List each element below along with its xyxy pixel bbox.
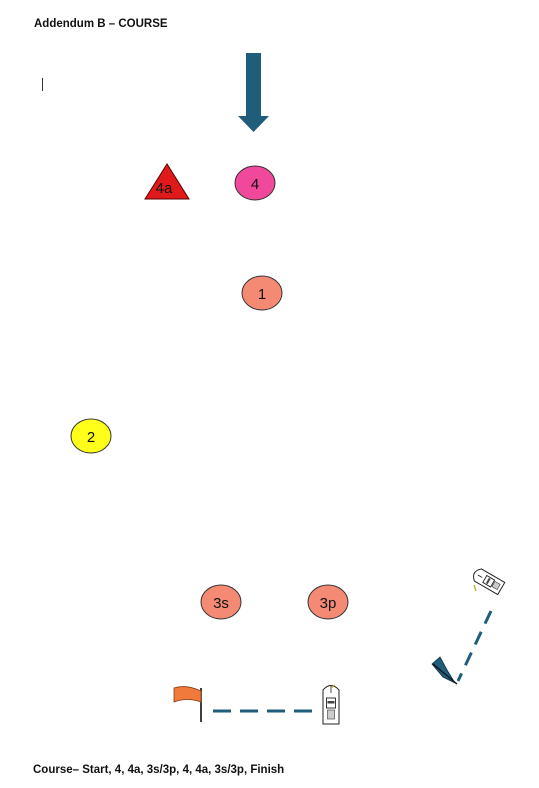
mark-1-label: 1 — [258, 286, 266, 303]
mark-3p[interactable]: 3p — [307, 584, 349, 620]
start-boat-icon[interactable] — [322, 684, 340, 725]
finish-flag-icon[interactable] — [431, 656, 458, 685]
mark-4a[interactable]: 4a — [144, 163, 190, 200]
mark-4[interactable]: 4 — [234, 165, 276, 201]
mark-2-label: 2 — [87, 429, 95, 446]
course-description: Course– Start, 4, 4a, 3s/3p, 4, 4a, 3s/3… — [33, 764, 285, 776]
mark-4-label: 4 — [251, 176, 259, 193]
start-flag-icon[interactable] — [173, 686, 202, 722]
mark-1[interactable]: 1 — [241, 275, 283, 311]
mark-3s[interactable]: 3s — [200, 584, 242, 620]
mark-3s-label: 3s — [213, 595, 229, 612]
mark-3p-label: 3p — [320, 595, 337, 612]
page-title: Addendum B – COURSE — [34, 18, 168, 30]
text-cursor — [42, 78, 43, 91]
mark-4a-label: 4a — [156, 180, 173, 197]
mark-2[interactable]: 2 — [70, 418, 112, 454]
finish-line — [456, 610, 493, 682]
wind-arrow-icon — [238, 53, 269, 132]
finish-boat-icon[interactable] — [471, 567, 506, 596]
finish-boat-flag-icon — [473, 584, 477, 592]
